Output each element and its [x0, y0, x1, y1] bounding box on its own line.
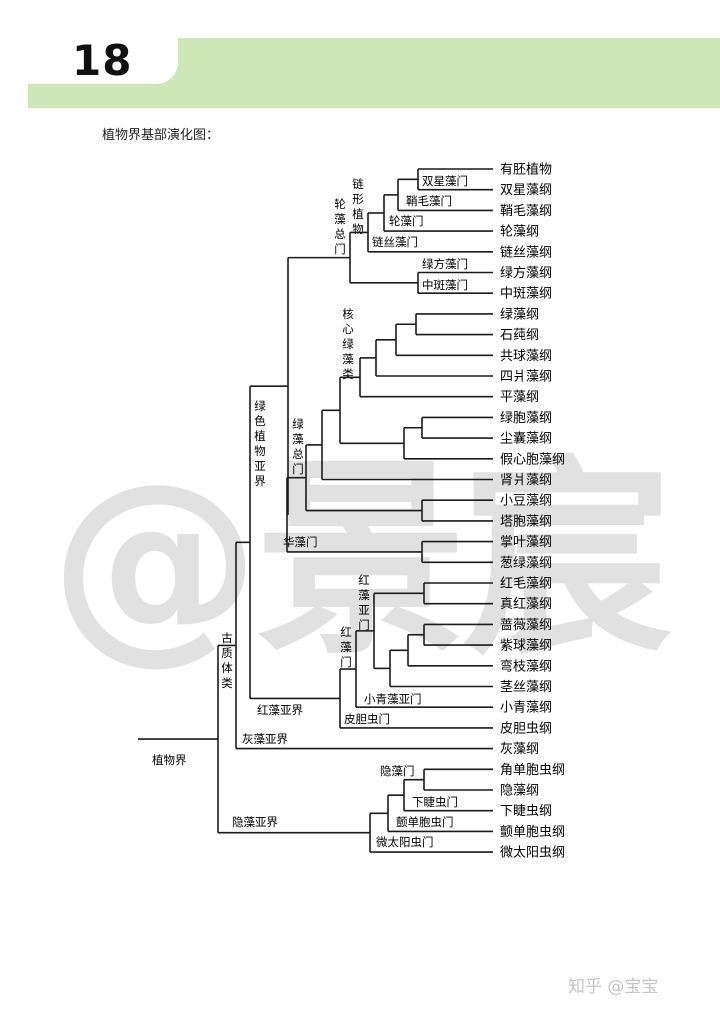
- figure-caption: 植物界基部演化图：: [102, 128, 220, 143]
- leaf-label: 颤单胞虫纲: [500, 825, 565, 840]
- clade-label-char: 红: [358, 573, 370, 587]
- clade-label-char: 门: [334, 242, 346, 256]
- leaf-label: 假心胞藻纲: [500, 452, 565, 467]
- clade-label-char: 红: [340, 625, 352, 639]
- clade-label-char: 核: [342, 307, 354, 321]
- leaf-label: 平藻纲: [500, 390, 539, 405]
- clade-label: 双星藻门: [422, 174, 468, 188]
- clade-label: 灰藻亚界: [242, 732, 288, 746]
- clade-label-char: 门: [292, 462, 304, 476]
- leaf-label: 真红藻纲: [500, 596, 552, 612]
- clade-label-char: 植: [352, 207, 364, 221]
- clade-label-char: 门: [358, 618, 370, 632]
- clade-label-char: 古: [221, 631, 233, 645]
- leaf-label: 绿藻纲: [500, 307, 539, 322]
- leaf-label: 小青藻纲: [500, 701, 552, 716]
- leaf-label: 皮胆虫纲: [500, 721, 552, 736]
- leaf-label: 绿胞藻纲: [500, 411, 552, 426]
- clade-label-char: 形: [352, 192, 364, 206]
- clade-label-char: 绿: [254, 399, 266, 413]
- clade-label: 植物界: [152, 753, 187, 767]
- leaf-label: 蔷薇藻纲: [500, 618, 552, 633]
- leaf-label: 紫球藻纲: [500, 639, 552, 654]
- clade-label-char: 轮: [334, 197, 346, 211]
- leaf-label: 塔胞藻纲: [500, 514, 552, 529]
- leaf-label: 鞘毛藻纲: [500, 204, 552, 219]
- clade-label: 绿方藻门: [422, 257, 468, 271]
- leaf-label: 四爿藻纲: [500, 370, 552, 385]
- leaf-label: 红毛藻纲: [500, 576, 552, 592]
- clade-label: 下睫虫门: [412, 795, 458, 809]
- clade-label: 皮胆虫门: [344, 712, 390, 726]
- clade-label-char: 物: [352, 222, 364, 236]
- leaf-label: 微太阳虫纲: [500, 846, 565, 861]
- leaf-label: 共球藻纲: [500, 349, 552, 364]
- clade-label: 轮藻门: [389, 214, 424, 228]
- leaf-label: 石莼纲: [500, 328, 539, 343]
- clade-label-char: 界: [254, 474, 266, 488]
- clade-label-char: 植: [254, 429, 266, 443]
- clade-label-char: 总: [334, 227, 346, 241]
- clade-label-char: 体: [221, 661, 233, 675]
- clade-label-char: 类: [342, 367, 354, 381]
- leaf-label: 灰藻纲: [500, 742, 539, 757]
- leaf-label: 葱绿藻纲: [500, 556, 552, 571]
- clade-label-char: 藻: [342, 352, 354, 366]
- leaf-label: 掌叶藻纲: [500, 535, 552, 550]
- clade-label: 华藻门: [283, 535, 318, 549]
- clade-label: 链丝藻门: [372, 235, 418, 249]
- leaf-label: 下睫虫纲: [500, 804, 552, 819]
- clade-label: 红藻亚界: [257, 703, 303, 717]
- clade-label-char: 绿: [342, 337, 354, 351]
- leaf-label: 茎丝藻纲: [500, 680, 552, 695]
- clade-label: 鞘毛藻门: [406, 194, 452, 208]
- clade-label-char: 亚: [254, 459, 266, 473]
- clade-label-char: 总: [292, 447, 304, 461]
- clade-label-char: 类: [221, 676, 233, 690]
- leaf-label: 肾爿藻纲: [500, 473, 552, 488]
- clade-label-char: 藻: [334, 212, 346, 226]
- clade-label-char: 藻: [358, 588, 370, 602]
- leaf-label: 隐藻纲: [500, 784, 539, 799]
- clade-label-char: 藻: [340, 640, 352, 654]
- leaf-label: 绿方藻纲: [500, 265, 552, 281]
- leaf-label: 中斑藻纲: [500, 287, 552, 302]
- clade-label: 隐藻门: [380, 764, 415, 778]
- page-number: 18: [72, 36, 133, 85]
- header-number-tab: [28, 38, 178, 84]
- leaf-label: 尘囊藻纲: [500, 431, 552, 447]
- clade-label-char: 门: [340, 655, 352, 669]
- clade-label: 中斑藻门: [422, 278, 468, 292]
- clade-label-char: 色: [254, 414, 266, 428]
- clade-label: 小青藻亚门: [364, 692, 422, 706]
- leaf-label: 弯枝藻纲: [500, 658, 552, 674]
- leaf-label: 轮藻纲: [500, 225, 539, 240]
- clade-label-char: 质: [221, 646, 233, 660]
- leaf-label: 双星藻纲: [500, 183, 552, 198]
- clade-label-char: 心: [342, 322, 354, 336]
- leaf-label: 小豆藻纲: [500, 494, 552, 509]
- clade-label: 隐藻亚界: [232, 815, 278, 829]
- leaf-label: 角单胞虫纲: [500, 763, 565, 778]
- author-credit: 知乎 @宝宝: [568, 977, 659, 997]
- clade-label: 颤单胞虫门: [396, 815, 454, 829]
- leaf-label: 链丝藻纲: [500, 245, 552, 260]
- clade-label-char: 亚: [358, 603, 370, 617]
- clade-label-char: 链: [352, 177, 364, 191]
- clade-label-char: 物: [254, 444, 266, 458]
- leaf-label: 有胚植物: [500, 163, 552, 178]
- clade-label-char: 藻: [292, 432, 304, 446]
- clade-label-char: 绿: [292, 417, 304, 431]
- clade-label: 微太阳虫门: [376, 835, 434, 849]
